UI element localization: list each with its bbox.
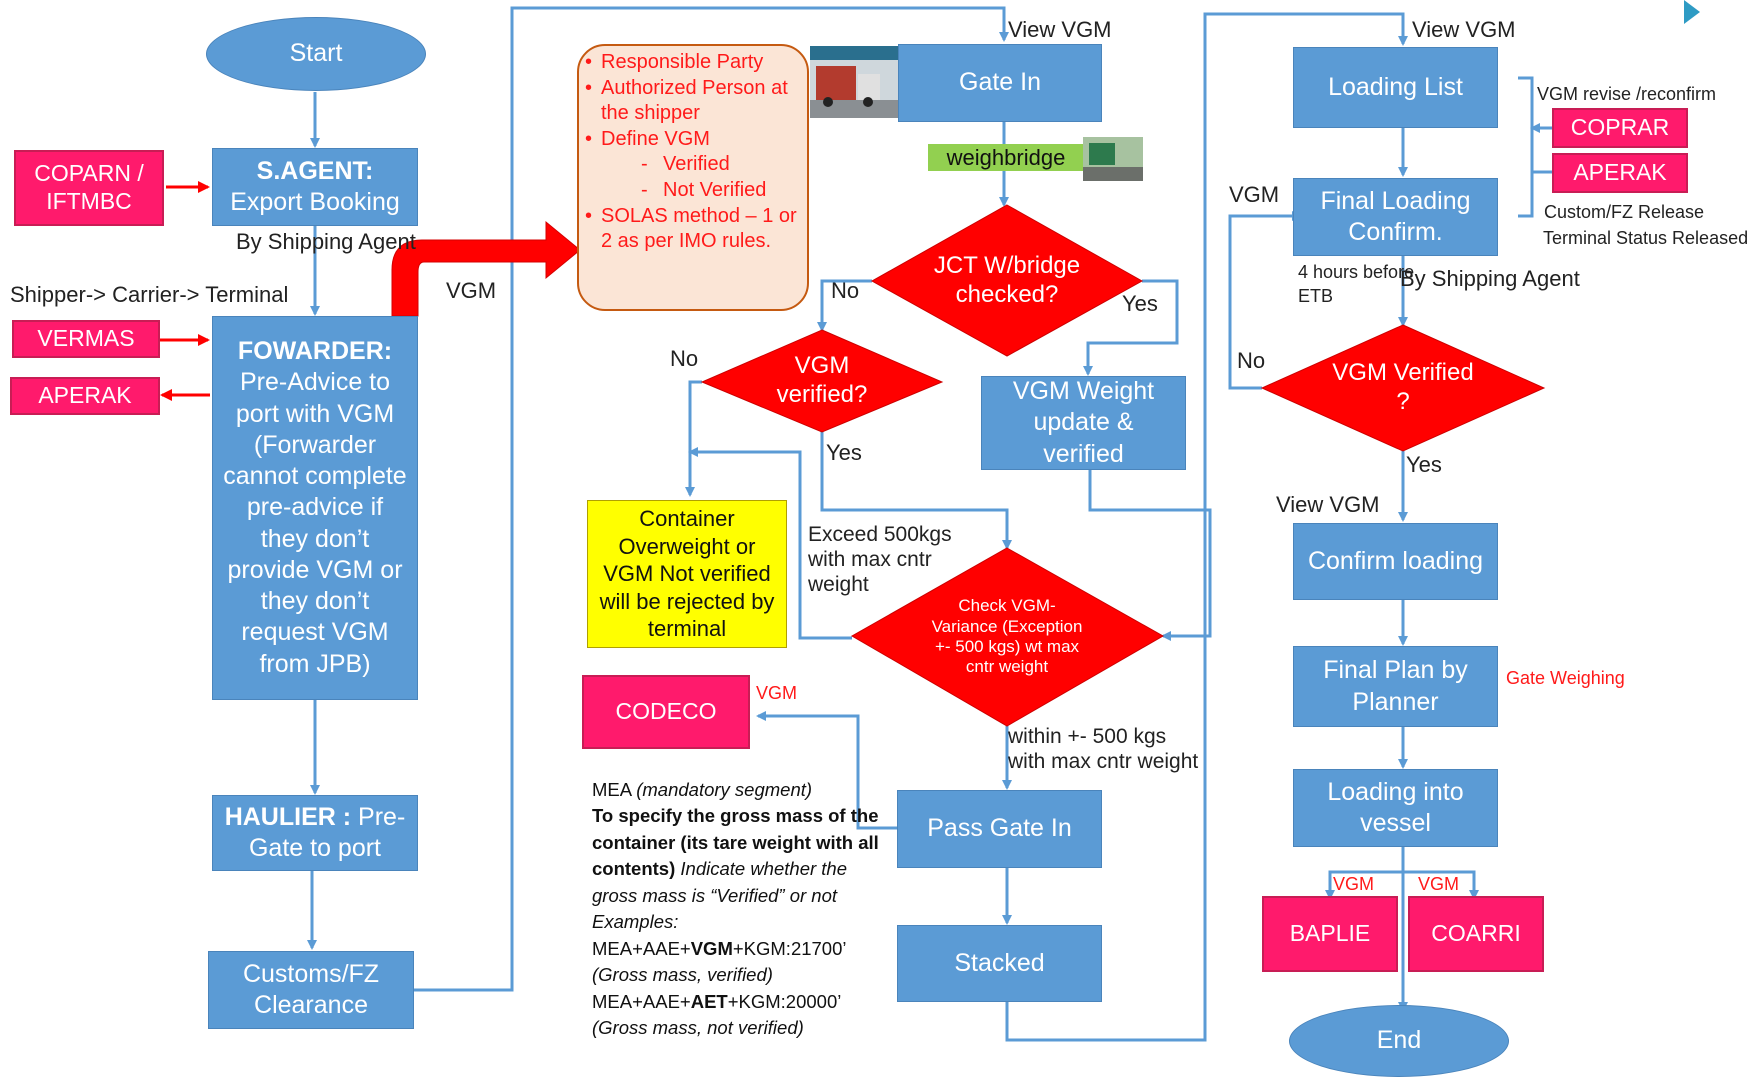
terminal-status-released-label: Terminal Status Released <box>1543 228 1749 248</box>
coarri-message: COARRI <box>1408 896 1544 972</box>
vgm-loop-label: VGM <box>1229 182 1280 207</box>
vgm-revise-label: VGM revise /reconfirm <box>1537 84 1717 104</box>
haulier-pre-gate: HAULIER : Pre-Gate to port <box>212 795 418 871</box>
final-vgm-no-label: No <box>1237 348 1266 373</box>
note-responsible-party: Responsible Party <box>585 50 799 76</box>
note-verified: Verified <box>601 152 799 178</box>
weighbridge-photo <box>1083 137 1143 181</box>
mea-heading: MEA (mandatory segment) <box>592 779 813 800</box>
by-shipping-agent-label: By Shipping Agent <box>236 229 416 254</box>
jct-no-label: No <box>831 278 860 303</box>
vgm-arrow-label: VGM <box>446 278 497 303</box>
final-vgm-yes-label: Yes <box>1406 452 1442 477</box>
final-vgm-verified-text: VGM Verified ? <box>1332 359 1474 415</box>
mea-segment-explanation: MEA (mandatory segment) To specify the g… <box>592 777 892 1042</box>
coparn-iftmbc-message: COPARN / IFTMBC <box>14 150 164 226</box>
forwarder-pre-advice: FOWARDER: Pre-Advice to port with VGM (F… <box>212 316 418 700</box>
loading-into-vessel-box: Loading into vessel <box>1293 769 1498 847</box>
coprar-message: COPRAR <box>1552 108 1688 148</box>
within-500kgs-label: within +- 500 kgs with max cntr weight <box>1008 725 1199 774</box>
end-terminator: End <box>1289 1005 1509 1077</box>
by-shipping-agent-right-label: By Shipping Agent <box>1400 266 1580 291</box>
gate-weighing-label: Gate Weighing <box>1506 668 1625 688</box>
vgm-verified-yes-label: Yes <box>826 440 862 465</box>
vgm-weight-update-box: VGM Weight update & verified <box>981 376 1186 470</box>
sagent-export-booking: S.AGENT: Export Booking <box>212 148 418 226</box>
exceed-500kgs-label: Exceed 500kgs with max cntr weight <box>808 523 952 597</box>
note-authorized-person: Authorized Person at the shipper <box>585 76 799 127</box>
vermas-message: VERMAS <box>12 320 160 358</box>
gate-truck-photo <box>810 46 900 118</box>
final-vgm-verified-diamond <box>1260 324 1546 452</box>
jct-yes-label: Yes <box>1122 291 1158 316</box>
shipper-carrier-terminal-label: Shipper-> Carrier-> Terminal <box>10 282 289 307</box>
vgm-verified-diamond <box>700 329 944 433</box>
mea-example-1: MEA+AAE+VGM+KGM:21700’ (Gross mass, veri… <box>592 937 846 986</box>
baplie-vgm-label: VGM <box>1333 874 1375 894</box>
codeco-vgm-label: VGM <box>756 683 798 703</box>
customs-fz-clearance: Customs/FZ Clearance <box>208 951 414 1029</box>
jct-decision-text: JCT W/bridge checked? <box>933 252 1081 308</box>
custom-fz-release-label: Custom/FZ Release <box>1544 202 1705 222</box>
jct-decision-diamond <box>870 204 1144 357</box>
codeco-message: CODECO <box>582 675 750 749</box>
mea-examples-heading: Examples: <box>592 911 679 933</box>
view-vgm-label-loading: View VGM <box>1412 17 1516 42</box>
baplie-message: BAPLIE <box>1262 896 1398 972</box>
note-define-vgm: Define VGM <box>585 127 799 153</box>
coarri-vgm-label: VGM <box>1418 874 1460 894</box>
mea-description: To specify the gross mass of the contain… <box>592 805 879 906</box>
loading-list-box: Loading List <box>1293 47 1498 128</box>
stacked-box: Stacked <box>897 925 1102 1002</box>
four-hours-before-etb-label: 4 hours before ETB <box>1298 262 1415 307</box>
weighbridge-label: weighbridge <box>928 144 1084 171</box>
note-not-verified: Not Verified <box>601 178 799 204</box>
final-plan-box: Final Plan by Planner <box>1293 646 1498 727</box>
check-variance-text: Check VGM-Variance (Exception +- 500 kgs… <box>931 596 1083 677</box>
mea-example-2: MEA+AAE+AET+KGM:20000’ (Gross mass, not … <box>592 990 841 1039</box>
variance-decision-diamond <box>850 547 1165 727</box>
container-overweight-box: Container Overweight or VGM Not verified… <box>587 500 787 648</box>
note-solas: SOLAS method – 1 or 2 as per IMO rules. <box>585 204 799 255</box>
aperak-message-right: APERAK <box>1552 153 1688 193</box>
start-terminator: Start <box>206 17 426 91</box>
vgm-verified-text: VGM verified? <box>776 352 868 408</box>
confirm-loading-box: Confirm loading <box>1293 523 1498 600</box>
final-loading-confirm-box: Final Loading Confirm. <box>1293 178 1498 256</box>
pass-gate-in-box: Pass Gate In <box>897 790 1102 868</box>
aperak-message-left: APERAK <box>10 377 160 415</box>
view-vgm-label-confirm: View VGM <box>1276 492 1380 517</box>
vgm-responsibility-note: Responsible Party Authorized Person at t… <box>577 44 809 311</box>
gate-in-box: Gate In <box>898 44 1102 122</box>
vgm-verified-no-label: No <box>670 346 699 371</box>
view-vgm-label-gate: View VGM <box>1008 17 1112 42</box>
